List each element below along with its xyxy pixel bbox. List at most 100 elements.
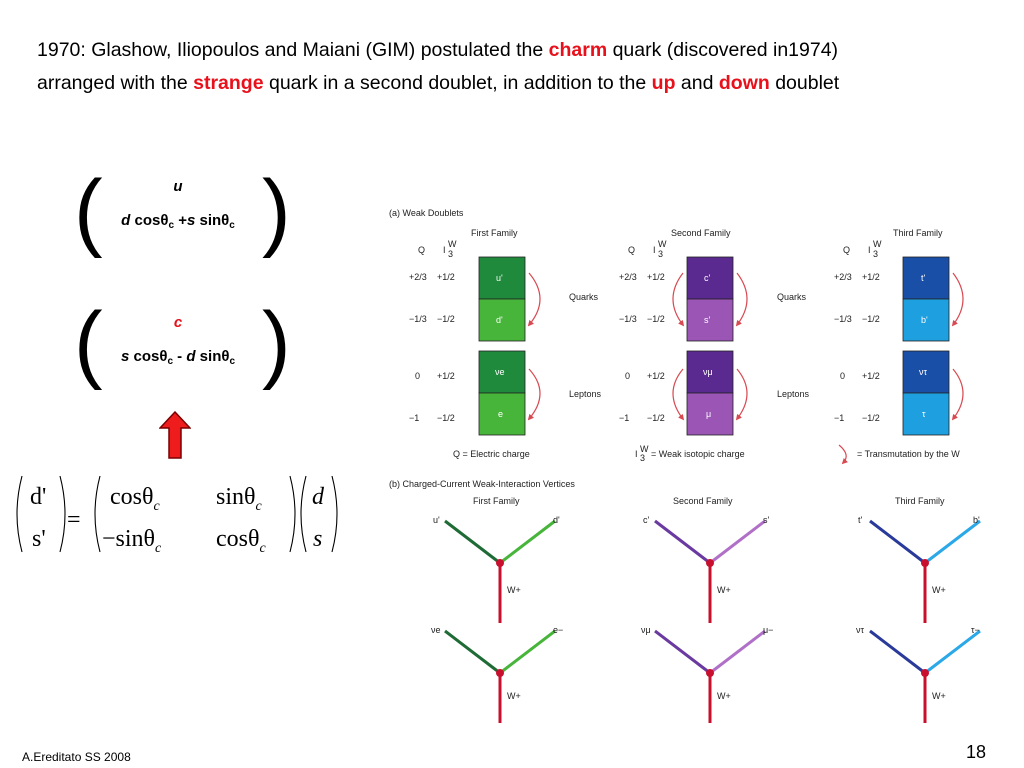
family-header-1: First Family [471,228,518,238]
title-down: down [718,72,770,94]
vertex-family-1: First Family [473,496,520,506]
svg-text:+2/3: +2/3 [619,272,637,282]
matrix-cos-22: cosθc [216,526,267,556]
vertex-nutau-tau: ντ τ− W+ [856,625,981,723]
svg-text:W: W [448,239,457,249]
svg-text:−1/2: −1/2 [437,314,455,324]
svg-text:+1/2: +1/2 [647,272,665,282]
family-1-boxes: u' d' νe e [478,256,541,436]
svg-text:−1: −1 [619,413,629,423]
svg-text:+2/3: +2/3 [834,272,852,282]
leptons-label-1: Leptons [569,389,602,399]
doublet-up-down: u d cosθc +s sinθc [88,178,268,231]
svg-text:e−: e− [553,625,563,635]
left-paren: ( [74,163,103,259]
svg-text:+1/2: +1/2 [862,371,880,381]
box-s-prime: s' [704,315,711,325]
box-u-prime: u' [496,273,503,283]
leptons-label-2: Leptons [777,389,810,399]
title-text: doublet [769,72,840,94]
vertex-diagrams: u' d' W+ c' s' W+ t' b' W+ [431,515,981,723]
svg-text:+1/2: +1/2 [647,371,665,381]
svg-text:3: 3 [448,249,453,259]
svg-text:Q: Q [628,245,635,255]
slide-title: 1970: Glashow, Iliopoulos and Maiani (GI… [37,34,997,100]
svg-text:W: W [640,444,649,454]
svg-text:b': b' [973,515,980,525]
svg-text:+2/3: +2/3 [409,272,427,282]
lhs-s-prime: s' [32,526,46,552]
svg-text:W+: W+ [932,585,946,595]
svg-text:I: I [868,245,871,255]
vertex-numu-mu: νμ μ− W+ [641,625,773,723]
rhs-s: s [313,526,322,552]
box-e: e [498,409,503,419]
svg-text:−1/2: −1/2 [862,413,880,423]
svg-text:νe: νe [431,625,441,635]
doublet-bottom-dprime: d cosθc +s sinθc [121,212,235,231]
legend-electric-charge: Q = Electric charge [453,449,530,459]
title-up: up [651,72,676,94]
svg-text:−1/2: −1/2 [647,314,665,324]
title-text: quark in a second doublet, in addition t… [263,72,652,94]
doublet-top-u: u [173,178,183,195]
box-tau: τ [922,409,926,419]
svg-text:W+: W+ [932,691,946,701]
title-text: quark (discovered in1974) [607,39,839,61]
doublet-charm-strange: c s cosθc - d sinθc [88,314,268,367]
svg-text:−1/2: −1/2 [647,413,665,423]
up-arrow-icon [159,411,191,459]
svg-text:0: 0 [415,371,420,381]
matrix-sin-12: sinθc [216,484,263,514]
matrix-neg-sin-21: −sinθc [102,526,162,556]
box-d-prime: d' [496,315,503,325]
title-strange: strange [193,72,264,94]
svg-text:−1/3: −1/3 [619,314,637,324]
legend-weak-isotopic-charge: I W 3 = Weak isotopic charge [635,444,745,463]
doublet-bottom-sprime: s cosθc - d sinθc [120,348,236,367]
svg-text:Q: Q [418,245,425,255]
left-paren: ( [74,295,103,391]
svg-text:d': d' [553,515,560,525]
part-b-label: (b) Charged-Current Weak-Interaction Ver… [389,479,575,489]
svg-text:W+: W+ [507,585,521,595]
mixing-matrix-equation: d' s' = cosθc sinθc −sinθc cosθc d s [16,475,338,556]
title-text: 1970: Glashow, Iliopoulos and Maiani (GI… [37,39,549,61]
box-t-prime: t' [921,273,926,283]
box-mu: μ [706,409,711,419]
svg-text:t': t' [858,515,863,525]
right-paren: ) [262,163,291,259]
svg-text:I: I [635,449,638,459]
svg-text:W+: W+ [507,691,521,701]
box-c-prime: c' [704,273,711,283]
family-2-boxes: c' s' νμ μ [672,256,748,436]
column-headers: Q I W 3 Q I W 3 Q I W 3 [418,239,882,259]
svg-text:+1/2: +1/2 [437,272,455,282]
svg-text:I: I [653,245,656,255]
vertex-nue-e: νe e− W+ [431,625,563,723]
svg-text:W+: W+ [717,691,731,701]
title-charm: charm [548,39,608,61]
svg-text:−1/2: −1/2 [862,314,880,324]
svg-text:0: 0 [840,371,845,381]
svg-text:−1/3: −1/3 [834,314,852,324]
box-b-prime: b' [921,315,928,325]
vertex-c-s: c' s' W+ [643,515,770,623]
legend-arrow-icon [838,444,849,465]
svg-text:W: W [658,239,667,249]
svg-text:3: 3 [640,453,645,463]
lhs-d-prime: d' [30,484,46,510]
equals-sign: = [67,507,81,533]
family-header-2: Second Family [671,228,731,238]
svg-text:τ−: τ− [971,625,980,635]
svg-text:= Weak isotopic charge: = Weak isotopic charge [651,449,745,459]
svg-text:μ−: μ− [763,625,773,635]
quarks-label-2: Quarks [777,292,807,302]
title-text: and [675,72,719,94]
vertex-u-d: u' d' W+ [433,515,560,623]
part-a-label: (a) Weak Doublets [389,208,464,218]
legend-transmutation: = Transmutation by the W [857,449,960,459]
rhs-d: d [312,484,325,510]
box-nu-e: νe [495,367,505,377]
vertex-family-2: Second Family [673,496,733,506]
